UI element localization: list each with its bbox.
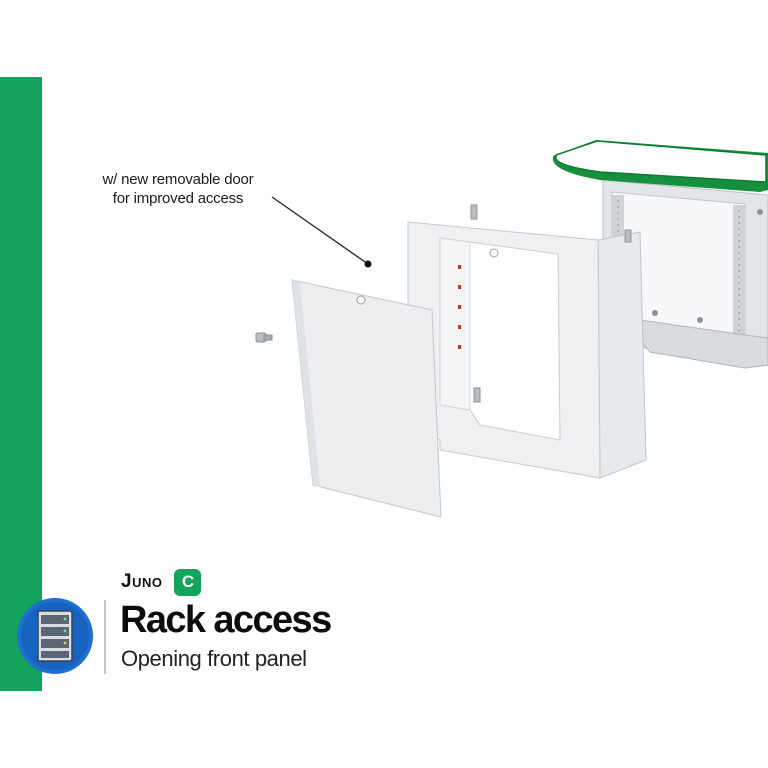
callout-leader-line xyxy=(271,196,369,265)
brand-name: Juno xyxy=(121,571,163,592)
callout-text: w/ new removable door for improved acces… xyxy=(58,170,298,208)
rack-frame xyxy=(602,179,768,369)
callout-leader-dot xyxy=(364,260,372,268)
page-subtitle: Opening front panel xyxy=(121,646,307,671)
enclosure-frame xyxy=(407,204,647,479)
heading-divider xyxy=(104,600,106,674)
accent-side-bar xyxy=(0,77,42,691)
callout-line-1: w/ new removable door xyxy=(102,171,254,188)
removable-door-panel xyxy=(291,279,442,518)
top-shelf xyxy=(553,140,768,192)
brand-row: Juno C xyxy=(121,567,202,597)
page-title: Rack access xyxy=(120,599,332,641)
model-badge: C xyxy=(174,568,202,596)
server-rack-icon xyxy=(17,598,93,674)
screw-icon xyxy=(255,332,273,343)
callout-line-2: for improved access xyxy=(112,190,244,207)
